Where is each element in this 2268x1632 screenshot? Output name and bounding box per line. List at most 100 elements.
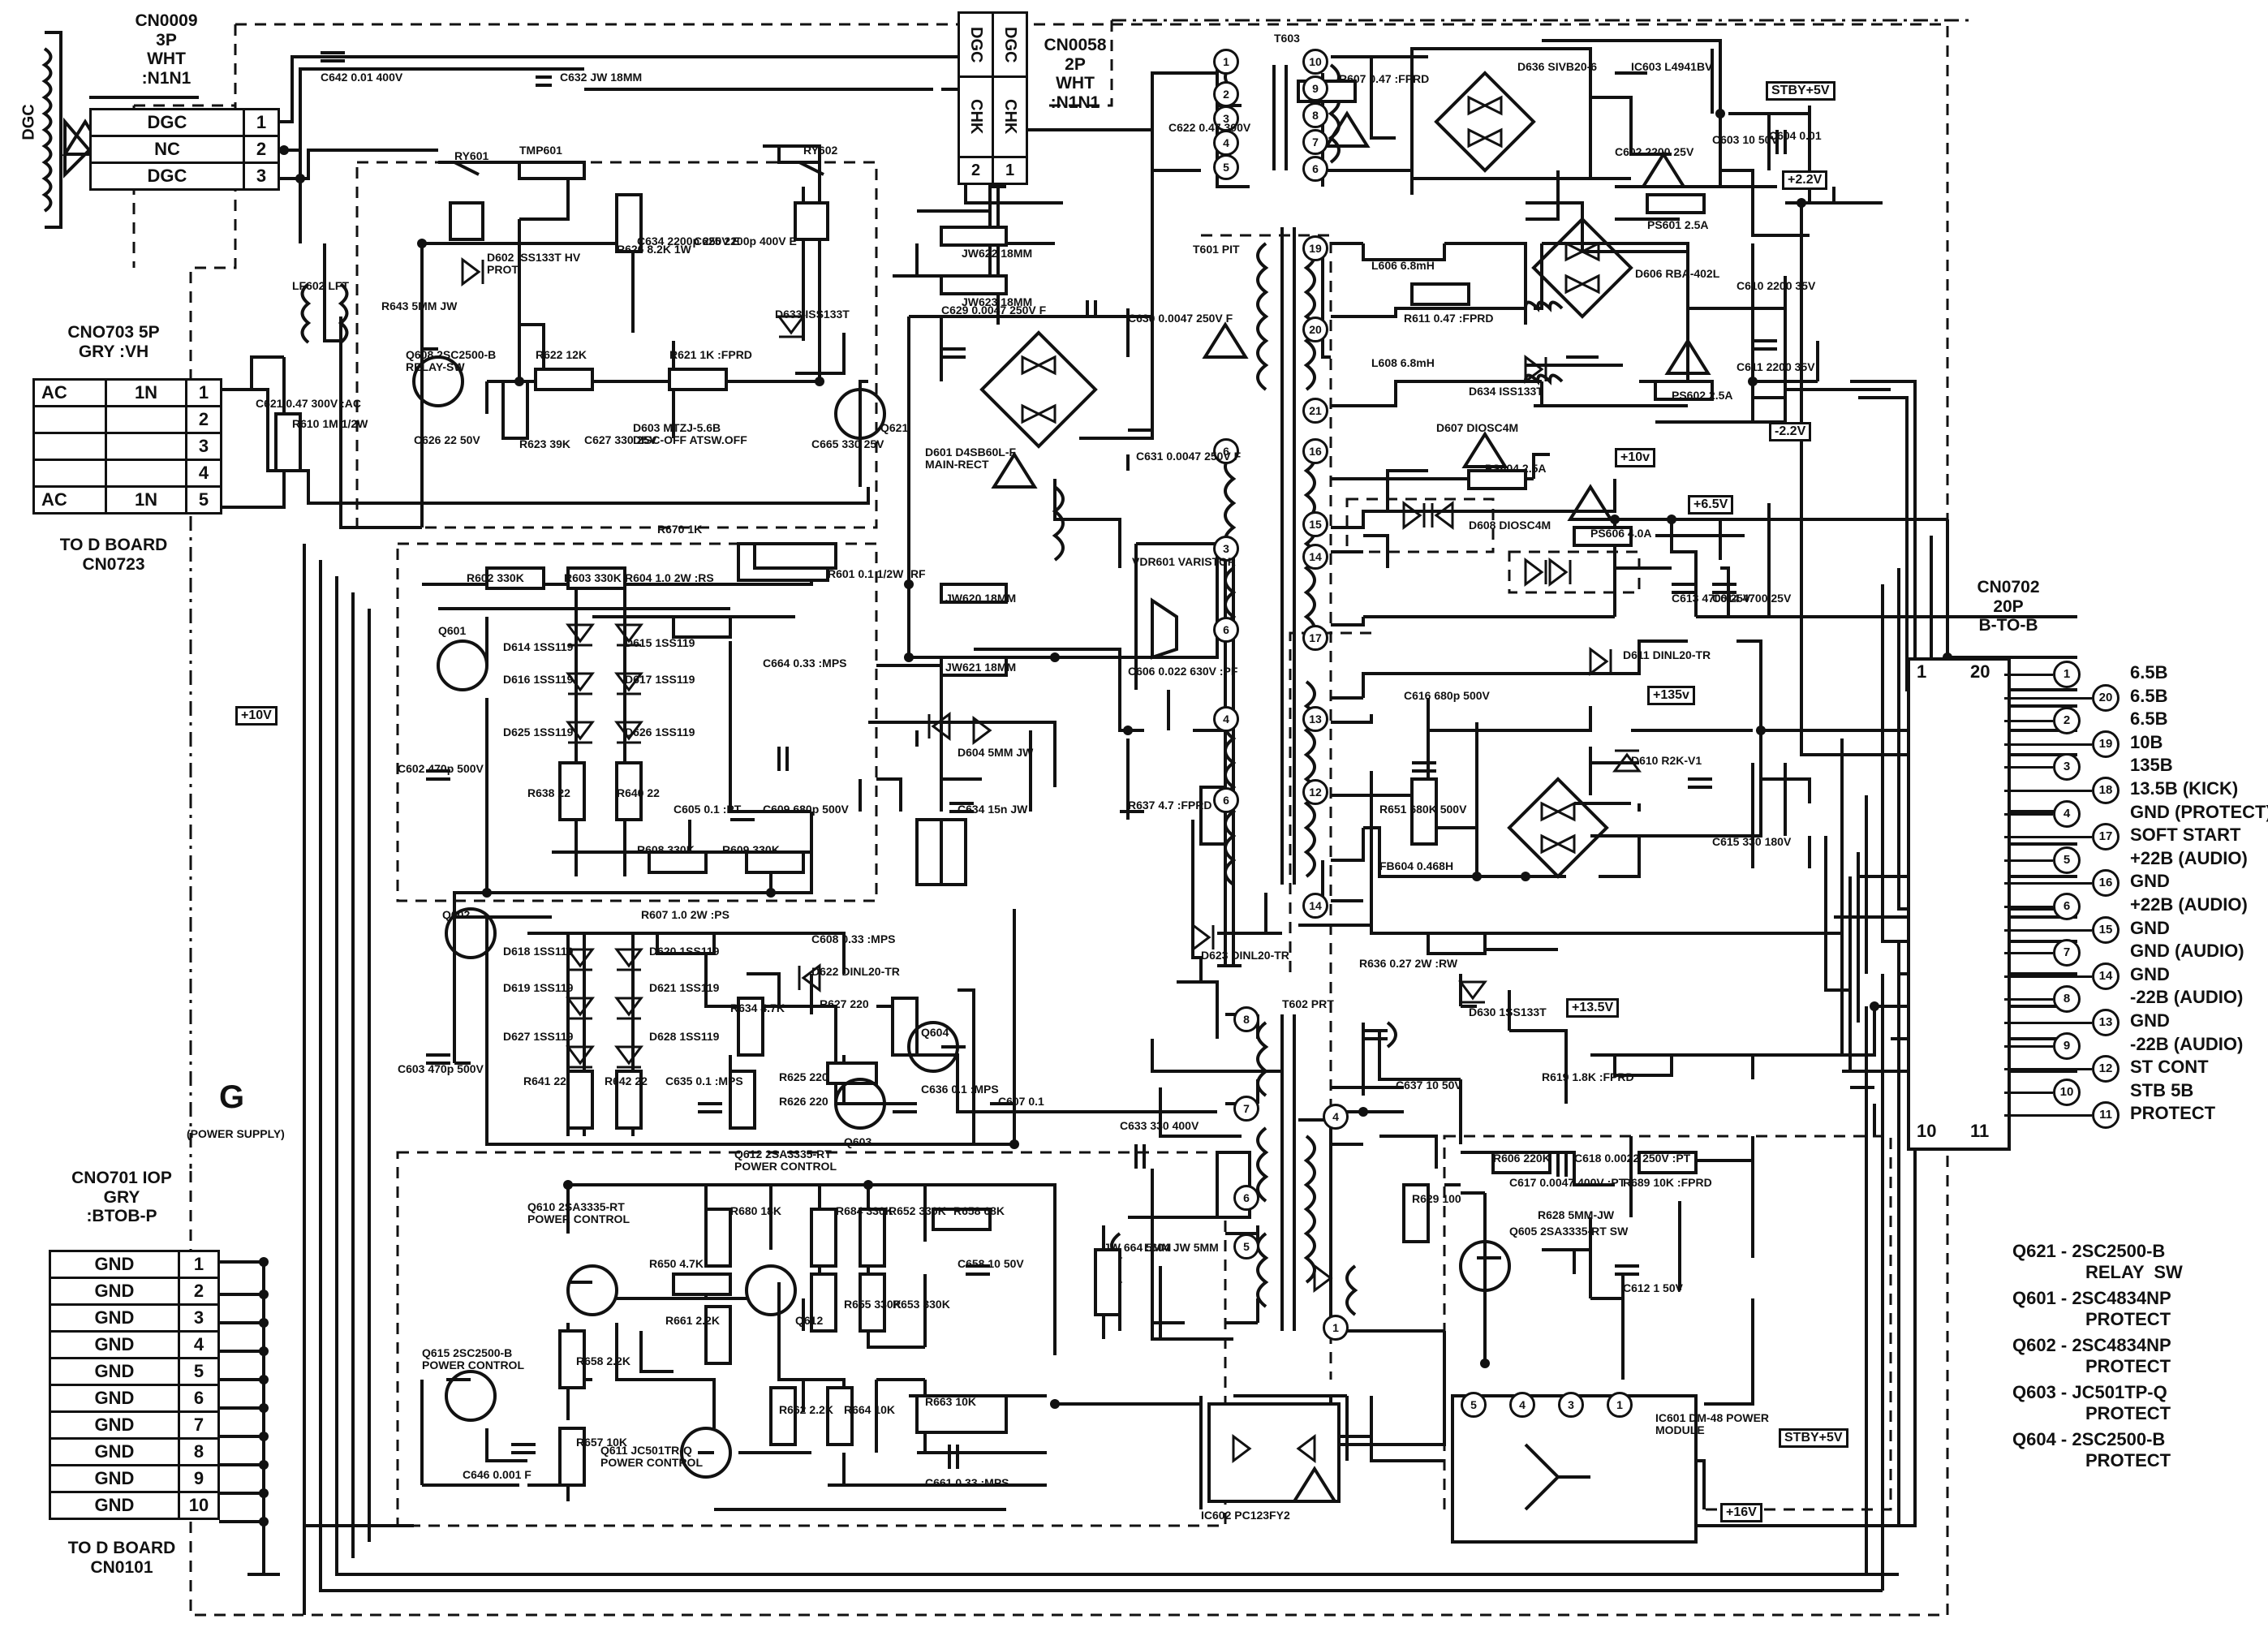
component-label: R670 1K (657, 523, 703, 536)
component-label: C605 0.1 :PT (674, 803, 742, 816)
cn0702-pin-stub (2004, 836, 2092, 839)
component-label: R606 220K (1493, 1152, 1551, 1165)
caution-triangles (62, 110, 1711, 1503)
transformer-pin: 4 (1213, 706, 1239, 732)
component-label: R651 680K 500V (1379, 803, 1467, 816)
transformer-pin: 7 (1302, 129, 1328, 155)
transformer-pin: 7 (1233, 1096, 1259, 1122)
cn0702-pin-number: 13 (2092, 1009, 2120, 1036)
tag-plus-6-5v: +6.5V (1688, 495, 1734, 515)
component-label: C636 0.1 :MPS (921, 1083, 999, 1096)
cn0702-pin-signal: 6.5B (2130, 685, 2168, 706)
ic602-body (1207, 1402, 1341, 1503)
cn0702-pin-number: 1 (2053, 661, 2081, 688)
tag-stby-5v-lower: STBY+5V (1779, 1428, 1848, 1448)
cn0702-pin-stub (2004, 720, 2053, 723)
component-label: D623 DINL20-TR (1201, 949, 1289, 962)
component-label: RY602 (803, 144, 838, 157)
cn0702-pin-number: 18 (2092, 777, 2120, 804)
transformer-pin: 6 (1213, 438, 1239, 464)
tag-plus-16v: +16V (1720, 1503, 1762, 1522)
wires (195, 39, 2077, 1615)
component-label: R604 1.0 2W :RS (625, 571, 714, 584)
component-label: D615 1SS119 (625, 636, 695, 649)
component-label: R607 1.0 2W :PS (641, 908, 729, 921)
cn0702-pin-signal: -22B (AUDIO) (2130, 1033, 2244, 1054)
component-label: R601 0.1 1/2W :RF (828, 567, 926, 580)
component-label: Q611 JC501TR-Q POWER CONTROL (600, 1444, 703, 1469)
component-label: D607 DIOSC4M (1436, 421, 1519, 434)
component-label: JW623 18MM (962, 295, 1033, 308)
cn0702-pin-stub (2004, 674, 2053, 676)
tag-plus-10v: +10v (1615, 448, 1656, 467)
component-label: C602 470p 500V (398, 762, 484, 775)
cn0702-pin-number: 4 (2053, 799, 2081, 828)
component-label: R608 330K (637, 843, 695, 856)
component-label: C635 0.1 :MPS (665, 1074, 743, 1087)
component-label: C625 2200p 400V E (694, 235, 797, 248)
component-label: D628 1SS119 (649, 1030, 720, 1043)
component-label: Q604 (921, 1026, 949, 1039)
component-label: R684 330K (836, 1204, 893, 1217)
component-label: RY601 (454, 149, 489, 162)
component-label: D627 1SS119 (503, 1030, 574, 1043)
component-label: C608 0.33 :MPS (811, 932, 896, 945)
transformer-pin: 15 (1302, 511, 1328, 537)
component-label: R663 10K (925, 1395, 977, 1408)
component-label: C621 0.47 300V :AC (256, 397, 361, 410)
component-label: R621 1K :FPRD (669, 348, 752, 361)
tag-plus-135v: +135v (1647, 686, 1695, 705)
legend-role: PROTECT (2085, 1450, 2171, 1471)
component-label: R626 8.2K 1W (617, 243, 691, 256)
component-label: LF602 LFT (292, 279, 350, 292)
cn0702-pin-number: 15 (2092, 915, 2120, 944)
component-label: C642 0.01 400V (321, 71, 403, 84)
ic601-body (1451, 1394, 1698, 1544)
transformer-pin: 19 (1302, 235, 1328, 261)
transformer-pin: 17 (1302, 625, 1328, 651)
component-label: C615 330 180V (1712, 835, 1792, 848)
component-label: PS601 2.5A (1647, 218, 1709, 231)
component-label: C616 680p 500V (1404, 689, 1490, 702)
cn0702-pin-stub (2004, 1022, 2092, 1024)
cn0702-pin-number: 6 (2053, 893, 2081, 920)
transformer-pin: 6 (1213, 787, 1239, 813)
component-label: D621 1SS119 (649, 981, 720, 994)
component-label: D625 1SS119 (503, 726, 574, 738)
component-label: C665 330 25V (811, 437, 884, 450)
component-label: D614 1SS119 (503, 640, 574, 653)
component-label: C617 0.0047 400V :PT (1509, 1176, 1626, 1189)
component-label: Q608 2SC2500-B RELAY-SW (406, 348, 497, 373)
component-label: PS602 2.5A (1672, 389, 1733, 402)
legend-role: RELAY SW (2085, 1262, 2183, 1282)
component-label: C627 330 25V (584, 433, 657, 446)
component-label: C629 0.0047 250V F (941, 304, 1047, 316)
component-label: C626 22 50V (414, 433, 480, 446)
transformer-pin: 2 (1213, 81, 1239, 107)
component-label: D608 DIOSC4M (1469, 519, 1551, 532)
component-label: C603 10 50V (1712, 133, 1779, 146)
cn0702-pin-stub (2004, 743, 2092, 746)
cn0702-pin-number: 2 (2053, 707, 2081, 735)
transformer-pin: 10 (1302, 49, 1328, 75)
component-label: VDR601 VARISTOR (1132, 555, 1236, 568)
component-label: R603 330K (564, 571, 622, 584)
cn0702-corner-tl: 1 (1917, 661, 1927, 682)
gnd-bus (219, 1260, 280, 1576)
cn0702-pin-number: 19 (2092, 730, 2120, 758)
component-label: R662 2.2K (779, 1403, 833, 1416)
capacitors (321, 51, 1787, 1469)
component-label: R642 22 (605, 1074, 648, 1087)
legend-role: PROTECT (2085, 1356, 2171, 1376)
cn0702-pin-signal: 135B (2130, 755, 2173, 776)
component-label: R627 220 (820, 997, 869, 1010)
transformer-pin: 13 (1302, 706, 1328, 732)
component-label: C661 0.33 :MPS (925, 1476, 1009, 1489)
transformer-pin: 4 (1323, 1104, 1349, 1130)
